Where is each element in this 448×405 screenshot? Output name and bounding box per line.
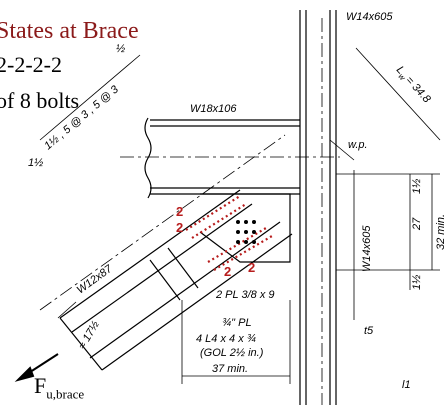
red-mark-4: 2 (248, 260, 255, 275)
length-label: Lw= 34.8 (392, 64, 433, 107)
force-subscript: u,brace (46, 386, 85, 402)
dim-bottom-label: 1½ (411, 275, 423, 290)
bolt-rows (185, 195, 273, 271)
column-side-label: W14x605 (361, 225, 373, 272)
work-point-label: w.p. (348, 139, 368, 151)
force-arrow (14, 353, 59, 382)
force-symbol: F (34, 373, 47, 398)
t5-label: t5 (364, 325, 374, 337)
dim-27-label: 27 (411, 217, 423, 231)
quarter-label: ¾" PL (222, 317, 252, 329)
brace (39, 134, 293, 371)
slide-title: States at Brace (0, 18, 139, 44)
angles-line2: (GOL 2½ in.) (200, 347, 264, 359)
brace-label: W12x87 (75, 262, 115, 296)
gusset-bolts (236, 220, 256, 244)
angle-dim-label: ≈ 17½ (76, 319, 102, 351)
half-top-label: ½ (116, 43, 125, 55)
red-mark-3: 2 (224, 264, 231, 279)
dim-32-label: 32 min. (435, 214, 447, 250)
red-mark-2: 2 (176, 220, 183, 235)
min37-label: 37 min. (212, 363, 248, 375)
beam-label: W18x106 (190, 103, 237, 115)
column (299, 10, 355, 405)
plate-label: 2 PL 3/8 x 9 (215, 289, 275, 301)
bolt-count-text: of 8 bolts (0, 88, 80, 113)
angles-line1: 4 L4 x 4 x ¾ (196, 333, 256, 345)
beam (120, 117, 340, 199)
edge-left-label: 1½ (28, 157, 43, 169)
dim-top-label: 1½ (411, 179, 423, 194)
dimension-lines (39, 47, 441, 384)
bolt-pattern-text: 2-2-2-2 (0, 52, 62, 77)
red-mark-1: 2 (176, 204, 183, 219)
force-label: Fu,brace (34, 373, 84, 402)
l1-label: l1 (402, 379, 411, 391)
column-top-label: W14x605 (346, 11, 393, 23)
